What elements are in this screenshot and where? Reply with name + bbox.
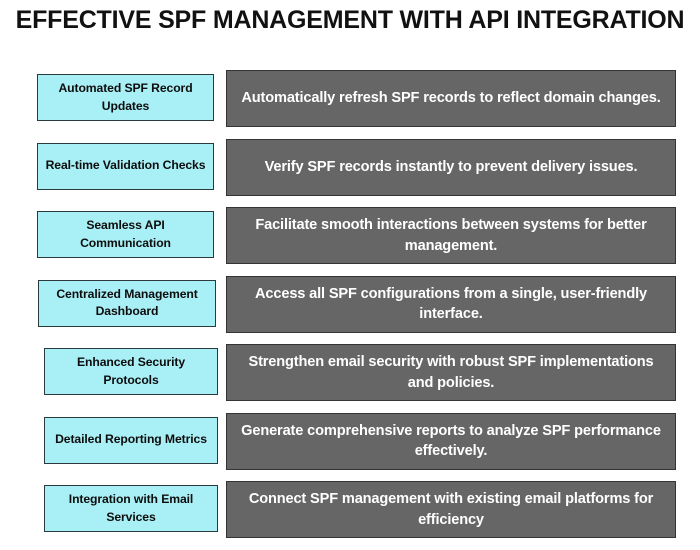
feature-description-text: Generate comprehensive reports to analyz…: [241, 422, 661, 459]
feature-label-box[interactable]: Detailed Reporting Metrics: [44, 416, 218, 464]
page-title: EFFECTIVE SPF MANAGEMENT WITH API INTEGR…: [15, 6, 685, 34]
feature-description-box[interactable]: Connect SPF management with existing ema…: [226, 481, 676, 538]
feature-label-text: Detailed Reporting Metrics: [55, 432, 207, 447]
feature-description-box[interactable]: Strengthen email security with robust SP…: [226, 344, 676, 401]
feature-row: Real-time Validation Checks Verify SPF r…: [0, 138, 700, 196]
feature-row: Enhanced Security Protocols Strengthen e…: [0, 344, 700, 401]
feature-label-box[interactable]: Automated SPF Record Updates: [37, 74, 214, 121]
feature-description-box[interactable]: Facilitate smooth interactions between s…: [226, 207, 676, 264]
feature-label-box[interactable]: Integration with Email Services: [44, 485, 218, 532]
feature-label-box[interactable]: Seamless API Communication: [37, 211, 214, 258]
feature-label-text: Integration with Email Services: [68, 492, 194, 524]
feature-row: Seamless API Communication Facilitate sm…: [0, 207, 700, 264]
feature-label-box[interactable]: Enhanced Security Protocols: [44, 348, 218, 395]
feature-label-box[interactable]: Real-time Validation Checks: [37, 142, 214, 190]
feature-row: Detailed Reporting Metrics Generate comp…: [0, 412, 700, 470]
feature-description-text: Verify SPF records instantly to prevent …: [264, 158, 638, 175]
feature-label-text: Automated SPF Record Updates: [58, 81, 193, 113]
feature-label-text: Seamless API Communication: [80, 218, 171, 250]
feature-description-box[interactable]: Automatically refresh SPF records to ref…: [226, 70, 676, 127]
feature-label-text: Real-time Validation Checks: [45, 158, 206, 173]
feature-row-list: Automated SPF Record Updates Automatical…: [0, 70, 700, 550]
feature-description-text: Facilitate smooth interactions between s…: [255, 217, 647, 254]
feature-row: Automated SPF Record Updates Automatical…: [0, 70, 700, 127]
feature-label-box[interactable]: Centralized Management Dashboard: [38, 279, 216, 327]
feature-row: Centralized Management Dashboard Access …: [0, 275, 700, 333]
feature-label-text: Centralized Management Dashboard: [56, 286, 198, 318]
feature-description-text: Access all SPF configurations from a sin…: [255, 285, 647, 322]
feature-description-box[interactable]: Verify SPF records instantly to prevent …: [226, 138, 676, 196]
feature-label-text: Enhanced Security Protocols: [76, 355, 186, 387]
feature-row: Integration with Email Services Connect …: [0, 481, 700, 538]
feature-description-text: Automatically refresh SPF records to ref…: [241, 90, 661, 107]
feature-description-box[interactable]: Access all SPF configurations from a sin…: [226, 275, 676, 333]
feature-description-text: Strengthen email security with robust SP…: [248, 354, 654, 391]
feature-description-box[interactable]: Generate comprehensive reports to analyz…: [226, 412, 676, 470]
feature-description-text: Connect SPF management with existing ema…: [248, 491, 654, 528]
